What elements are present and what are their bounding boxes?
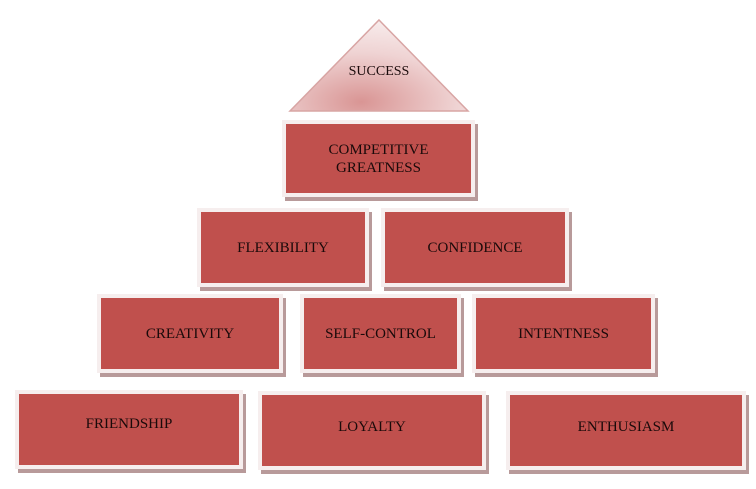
block-label: FRIENDSHIP [85,415,173,432]
block-loyalty: LOYALTY [258,391,486,470]
block-confidence: CONFIDENCE [381,208,569,287]
block-friendship: FRIENDSHIP [15,390,243,469]
block-flexibility: FLEXIBILITY [197,208,369,287]
block-label: LOYALTY [338,418,406,435]
apex-label: SUCCESS [348,64,410,79]
block-label: CONFIDENCE [427,239,523,256]
block-self-control: SELF-CONTROL [300,294,461,373]
block-label: FLEXIBILITY [237,239,329,256]
block-competitive-greatness: COMPETITIVE GREATNESS [282,120,475,197]
block-creativity: CREATIVITY [97,294,283,373]
block-label: ENTHUSIASM [577,418,675,435]
block-label: SELF-CONTROL [325,325,436,342]
apex-triangle [288,18,470,112]
block-label: COMPETITIVE GREATNESS [328,141,429,176]
block-intentness: INTENTNESS [472,294,655,373]
block-enthusiasm: ENTHUSIASM [506,391,746,470]
block-label: INTENTNESS [518,325,609,342]
block-label: CREATIVITY [145,325,235,342]
